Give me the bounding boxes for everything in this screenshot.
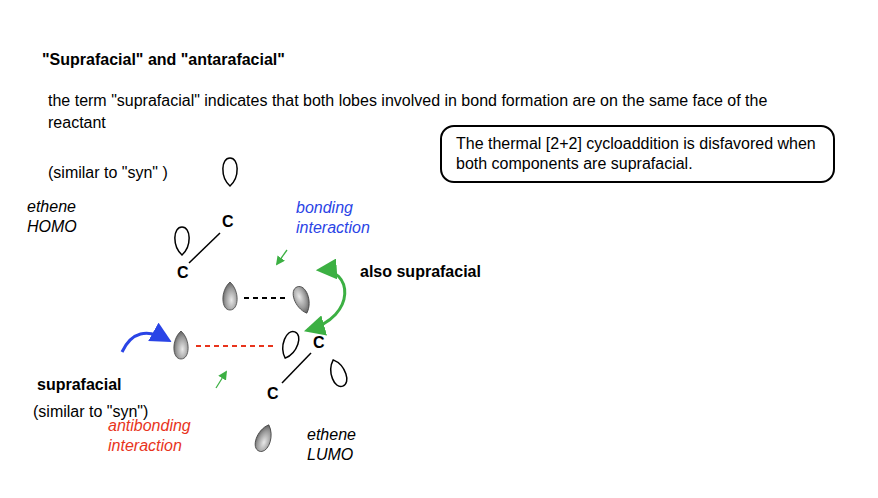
suprafacial-arrow (308, 270, 345, 330)
orbital-lobe (253, 422, 276, 453)
suprafacial-label: also suprafacial (360, 262, 481, 282)
pointer-arrow (277, 250, 287, 264)
atom-label: C (177, 263, 189, 283)
orbital-lobe (174, 331, 188, 359)
orbital-lobe (327, 357, 350, 388)
suprafacial-label: suprafacial (37, 375, 121, 395)
antibonding-dash (196, 345, 276, 347)
orbital-label: ethene LUMO (307, 425, 379, 465)
note-text: The thermal [2+2] cycloaddition is disfa… (456, 134, 819, 174)
orbital-lobe (279, 329, 302, 360)
note: (similar to "syn" ) (48, 163, 168, 183)
orbital-lobe (223, 282, 237, 310)
interaction-label: antibonding interaction (108, 416, 220, 456)
title: "Suprafacial" and "antarafacial" (42, 50, 285, 70)
atom-label: C (222, 212, 234, 232)
orbital-lobe (175, 227, 189, 255)
orbital-lobe (223, 158, 237, 186)
suprafacial-arrow (122, 333, 168, 352)
orbital-lobe (291, 284, 314, 315)
atom-label: C (313, 333, 325, 353)
orbital-label: ethene HOMO (27, 197, 99, 237)
pointer-arrow (216, 372, 226, 388)
bonding-dash (244, 297, 287, 299)
sigma-bond (189, 233, 220, 263)
atom-label: C (267, 384, 279, 404)
note-box: The thermal [2+2] cycloaddition is disfa… (440, 125, 835, 183)
interaction-label: bonding interaction (296, 198, 388, 238)
